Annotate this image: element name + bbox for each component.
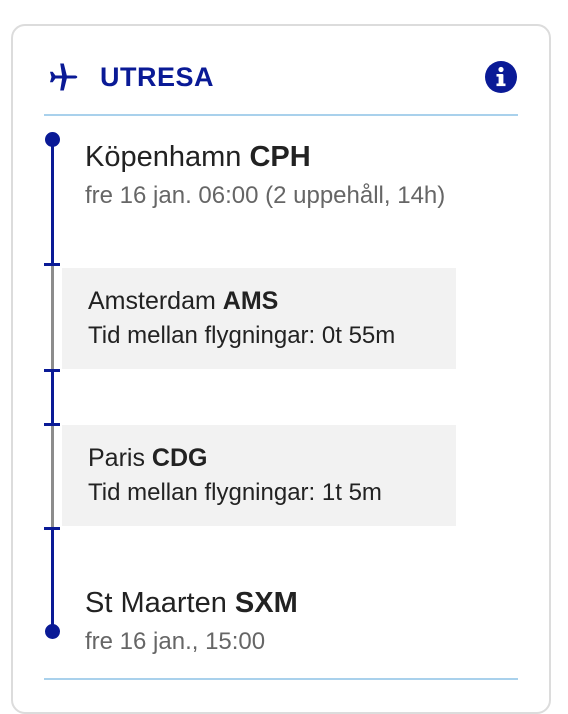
departure-code: CPH <box>249 141 311 173</box>
departure-stop: Köpenhamn CPH fre 16 jan. 06:00 (2 uppeh… <box>85 141 445 210</box>
arrival-location: St Maarten SXM <box>85 587 298 620</box>
arrival-city: St Maarten <box>85 587 227 619</box>
flight-segment-1 <box>51 139 54 265</box>
itinerary-card <box>11 24 551 714</box>
layover-code: AMS <box>222 287 279 315</box>
route-timeline <box>38 130 68 640</box>
departure-city: Köpenhamn <box>85 141 242 173</box>
departure-time: fre 16 jan. 06:00 (2 uppehåll, 14h) <box>85 182 446 209</box>
segment-tick <box>44 423 60 426</box>
layover-box-1: Amsterdam AMS Tid mellan flygningar: 0t … <box>62 268 456 369</box>
arrival-code: SXM <box>234 587 298 619</box>
info-icon[interactable] <box>484 60 518 94</box>
layover-code: CDG <box>151 444 208 472</box>
arrival-time: fre 16 jan., 15:00 <box>85 628 266 655</box>
departure-location: Köpenhamn CPH <box>85 141 445 174</box>
header-divider <box>44 114 518 116</box>
footer-divider <box>44 678 518 680</box>
layover-location: Paris CDG <box>88 444 456 473</box>
layover-city: Amsterdam <box>88 287 216 315</box>
flight-segment-3 <box>51 530 54 632</box>
layover-box-2: Paris CDG Tid mellan flygningar: 1t 5m <box>62 425 456 526</box>
airplane-icon <box>50 63 78 91</box>
outbound-header: UTRESA <box>44 48 518 106</box>
layover-wait-time: Tid mellan flygningar: 0t 55m <box>88 322 396 349</box>
layover-location: Amsterdam AMS <box>88 287 456 316</box>
flight-segment-2 <box>51 372 54 424</box>
layover-wait-time: Tid mellan flygningar: 1t 5m <box>88 479 382 506</box>
layover-city: Paris <box>88 444 145 472</box>
segment-tick <box>44 527 60 530</box>
layover-segment-1 <box>51 266 54 370</box>
layover-segment-2 <box>51 426 54 528</box>
segment-tick <box>44 263 60 266</box>
header-title: UTRESA <box>100 62 215 92</box>
arrival-dot <box>45 624 60 639</box>
arrival-stop: St Maarten SXM fre 16 jan., 15:00 <box>85 587 298 656</box>
segment-tick <box>44 369 60 372</box>
